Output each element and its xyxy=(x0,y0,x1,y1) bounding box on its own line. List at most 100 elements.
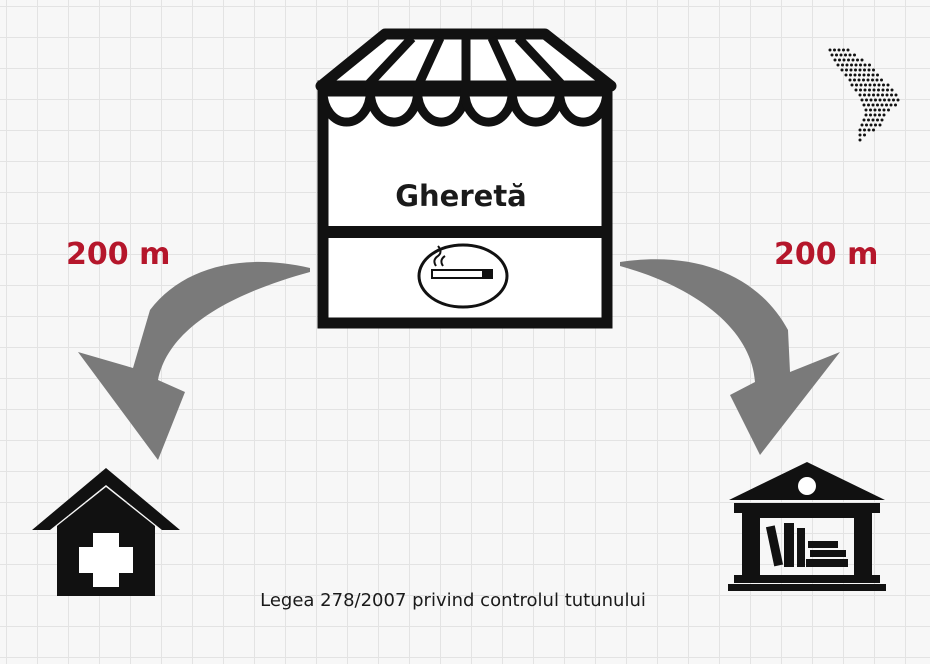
map-dot xyxy=(859,63,862,67)
map-dot xyxy=(874,123,877,127)
map-dot xyxy=(887,108,890,112)
medical-house-icon xyxy=(32,468,180,596)
left-distance-label: 200 m xyxy=(66,237,170,272)
map-dot xyxy=(878,123,882,127)
map-dot xyxy=(889,103,893,107)
map-dot xyxy=(835,53,838,57)
map-dot xyxy=(883,98,886,102)
map-dot xyxy=(868,88,871,92)
map-dot xyxy=(869,123,873,127)
library-building-icon xyxy=(728,462,886,591)
map-dot xyxy=(882,83,885,87)
map-dot xyxy=(857,78,861,82)
map-dot xyxy=(892,98,895,102)
map-dot xyxy=(873,108,877,112)
moldova-dotted-map-icon xyxy=(828,48,900,142)
map-dot xyxy=(878,108,881,112)
map-dot xyxy=(871,118,875,122)
map-dot xyxy=(890,88,894,92)
map-dot xyxy=(885,93,889,97)
map-dot xyxy=(838,58,841,62)
map-dot xyxy=(876,103,879,107)
map-dot xyxy=(867,128,871,132)
map-dot xyxy=(871,73,875,77)
map-dot xyxy=(851,58,855,62)
map-dot xyxy=(867,68,871,72)
kiosk-shop-icon xyxy=(315,28,617,329)
map-dot xyxy=(849,68,853,72)
map-dot xyxy=(849,73,852,77)
map-dot xyxy=(862,78,865,82)
map-dot xyxy=(890,93,893,97)
map-dot xyxy=(858,138,862,142)
map-dot xyxy=(858,93,862,97)
map-dot xyxy=(878,98,882,102)
map-dot xyxy=(846,48,850,52)
map-dot xyxy=(860,123,864,127)
map-dot xyxy=(869,113,872,117)
map-dot xyxy=(848,78,852,82)
map-dot xyxy=(858,128,862,132)
map-dot xyxy=(886,88,889,92)
map-dot xyxy=(839,53,843,57)
map-dot xyxy=(830,53,834,57)
map-dot xyxy=(882,113,886,117)
map-dot xyxy=(854,88,858,92)
map-dot xyxy=(874,98,877,102)
map-dot xyxy=(876,93,880,97)
map-dot xyxy=(877,88,880,92)
map-dot xyxy=(833,58,837,62)
map-dot xyxy=(876,118,879,122)
map-dot xyxy=(860,98,864,102)
kiosk-label: Gheretă xyxy=(395,179,527,213)
map-dot xyxy=(858,133,862,137)
map-dot xyxy=(869,108,872,112)
map-dot xyxy=(865,98,868,102)
map-dot xyxy=(863,93,866,97)
map-dot xyxy=(880,103,884,107)
map-dot xyxy=(842,58,846,62)
map-dot xyxy=(894,103,897,107)
map-dot xyxy=(867,93,871,97)
map-dot xyxy=(864,83,867,87)
map-dot xyxy=(842,48,845,52)
map-dot xyxy=(863,133,866,137)
map-dot xyxy=(840,68,844,72)
map-dot xyxy=(875,78,879,82)
map-dot xyxy=(866,78,870,82)
map-dot xyxy=(862,103,866,107)
map-dot xyxy=(896,98,900,102)
map-dot xyxy=(828,48,832,52)
cigarette-icon xyxy=(417,243,509,309)
map-dot xyxy=(850,83,854,87)
map-dot xyxy=(876,73,879,77)
map-dot xyxy=(869,98,873,102)
map-dot xyxy=(836,63,840,67)
right-distance-label: 200 m xyxy=(774,237,878,272)
map-dot xyxy=(847,58,850,62)
right-distance-arrow xyxy=(620,259,840,455)
map-dot xyxy=(872,128,875,132)
map-dot xyxy=(853,78,856,82)
map-dot xyxy=(853,53,856,57)
map-dot xyxy=(845,63,849,67)
map-dot xyxy=(858,68,862,72)
map-dot xyxy=(878,113,881,117)
map-dot xyxy=(886,83,890,87)
map-dot xyxy=(837,48,841,52)
map-dot xyxy=(833,48,836,52)
map-dot xyxy=(887,98,891,102)
map-dot xyxy=(854,68,857,72)
map-dot xyxy=(863,88,867,92)
map-dot xyxy=(860,58,864,62)
map-dot xyxy=(854,63,858,67)
map-dot xyxy=(859,88,862,92)
map-dot xyxy=(880,78,883,82)
map-dot xyxy=(856,58,859,62)
map-dot xyxy=(864,108,868,112)
map-dot xyxy=(871,78,874,82)
map-dot xyxy=(858,73,861,77)
map-dot xyxy=(867,103,870,107)
map-dot xyxy=(881,93,884,97)
map-dot xyxy=(863,128,866,132)
